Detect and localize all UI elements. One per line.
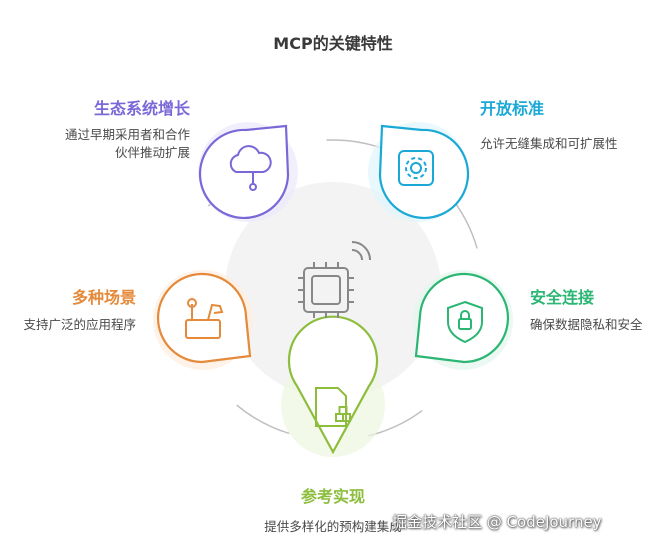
tools-icon: [185, 298, 224, 339]
pin-scenarios: [153, 270, 253, 370]
feature-secure-title: 安全连接: [530, 288, 595, 307]
feature-scenarios-desc-line1: 支持广泛的应用程序: [23, 317, 136, 332]
chip-signal-icon: [298, 241, 371, 318]
diagram-title: MCP的关键特性: [273, 34, 393, 53]
feature-ecosystem-desc-line2: 伙伴推动扩展: [114, 145, 190, 160]
feature-reference-desc-line1: 提供多样化的预构建集成: [264, 519, 402, 534]
feature-open-standard-desc-line1: 允许无缝集成和可扩展性: [480, 136, 618, 151]
pin-open-standard: [368, 122, 470, 222]
feature-reference-title: 参考实现: [300, 487, 365, 506]
feature-scenarios-title: 多种场景: [71, 288, 136, 307]
cloud-icon: [229, 145, 272, 191]
feature-ecosystem-title: 生态系统增长: [93, 99, 190, 118]
feature-ecosystem-desc-line1: 通过早期采用者和合作: [64, 127, 190, 142]
gear-icon: [398, 150, 434, 186]
shield-lock-icon: [447, 300, 483, 344]
watermark: 掘金技术社区 @ CodeJourney: [392, 513, 602, 531]
document-blocks-icon: [315, 387, 351, 427]
feature-secure-desc-line1: 确保数据隐私和安全: [530, 317, 643, 332]
feature-open-standard-title: 开放标准: [480, 99, 545, 118]
hub-circle: [225, 182, 441, 398]
pin-reference: [281, 315, 385, 457]
